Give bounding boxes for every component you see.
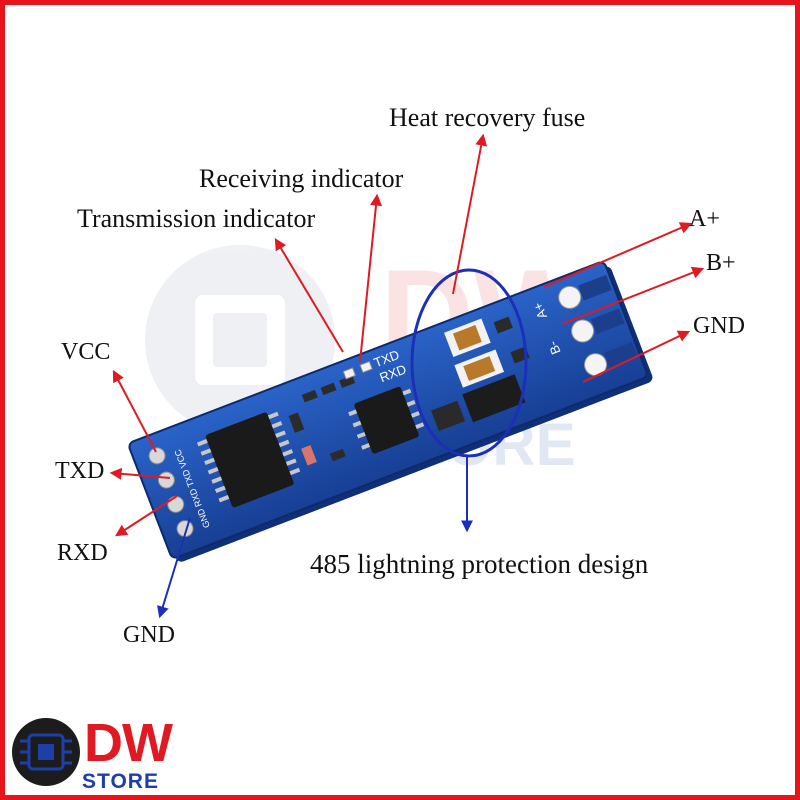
- label-gnd-left: GND: [123, 622, 175, 648]
- main-chip: [197, 411, 301, 508]
- arrow-a-plus: [543, 222, 693, 288]
- arrow-rxd: [114, 495, 178, 537]
- indicator-leds: TXD RXD: [342, 347, 408, 385]
- label-txd: TXD: [55, 458, 105, 484]
- arrow-txd: [109, 467, 171, 480]
- arrow-b-plus: [561, 266, 705, 325]
- store-logo-icon: [12, 718, 80, 786]
- transceiver-chip: [348, 386, 425, 454]
- label-lightning-protection: 485 lightning protection design: [310, 549, 649, 579]
- label-b-plus: B+: [706, 250, 736, 276]
- label-gnd-right: GND: [693, 313, 745, 339]
- label-rxd: RXD: [57, 540, 108, 566]
- logo-store-text: STORE: [82, 770, 159, 793]
- callout-arrows: [109, 133, 705, 619]
- logo-dw-text: DW: [84, 713, 173, 773]
- label-transmission-indicator: Transmission indicator: [77, 204, 316, 233]
- silk-b-minus: B-: [545, 339, 564, 357]
- passives: [288, 375, 356, 466]
- label-vcc: VCC: [61, 339, 111, 365]
- arrow-gnd-left: [157, 517, 191, 619]
- protection-highlight-ellipse: [410, 268, 528, 458]
- arrow-transmission: [274, 237, 344, 353]
- arrow-gnd-right: [582, 330, 691, 383]
- arrow-vcc: [112, 369, 157, 453]
- arrow-heat-fuse: [452, 133, 488, 295]
- silk-a-plus: A+: [530, 301, 550, 322]
- label-receiving-indicator: Receiving indicator: [199, 164, 404, 193]
- label-a-plus: A+: [689, 206, 720, 232]
- arrow-receiving: [359, 193, 382, 363]
- label-heat-recovery-fuse: Heat recovery fuse: [389, 103, 586, 132]
- terminal-block: A+ B-: [530, 274, 638, 377]
